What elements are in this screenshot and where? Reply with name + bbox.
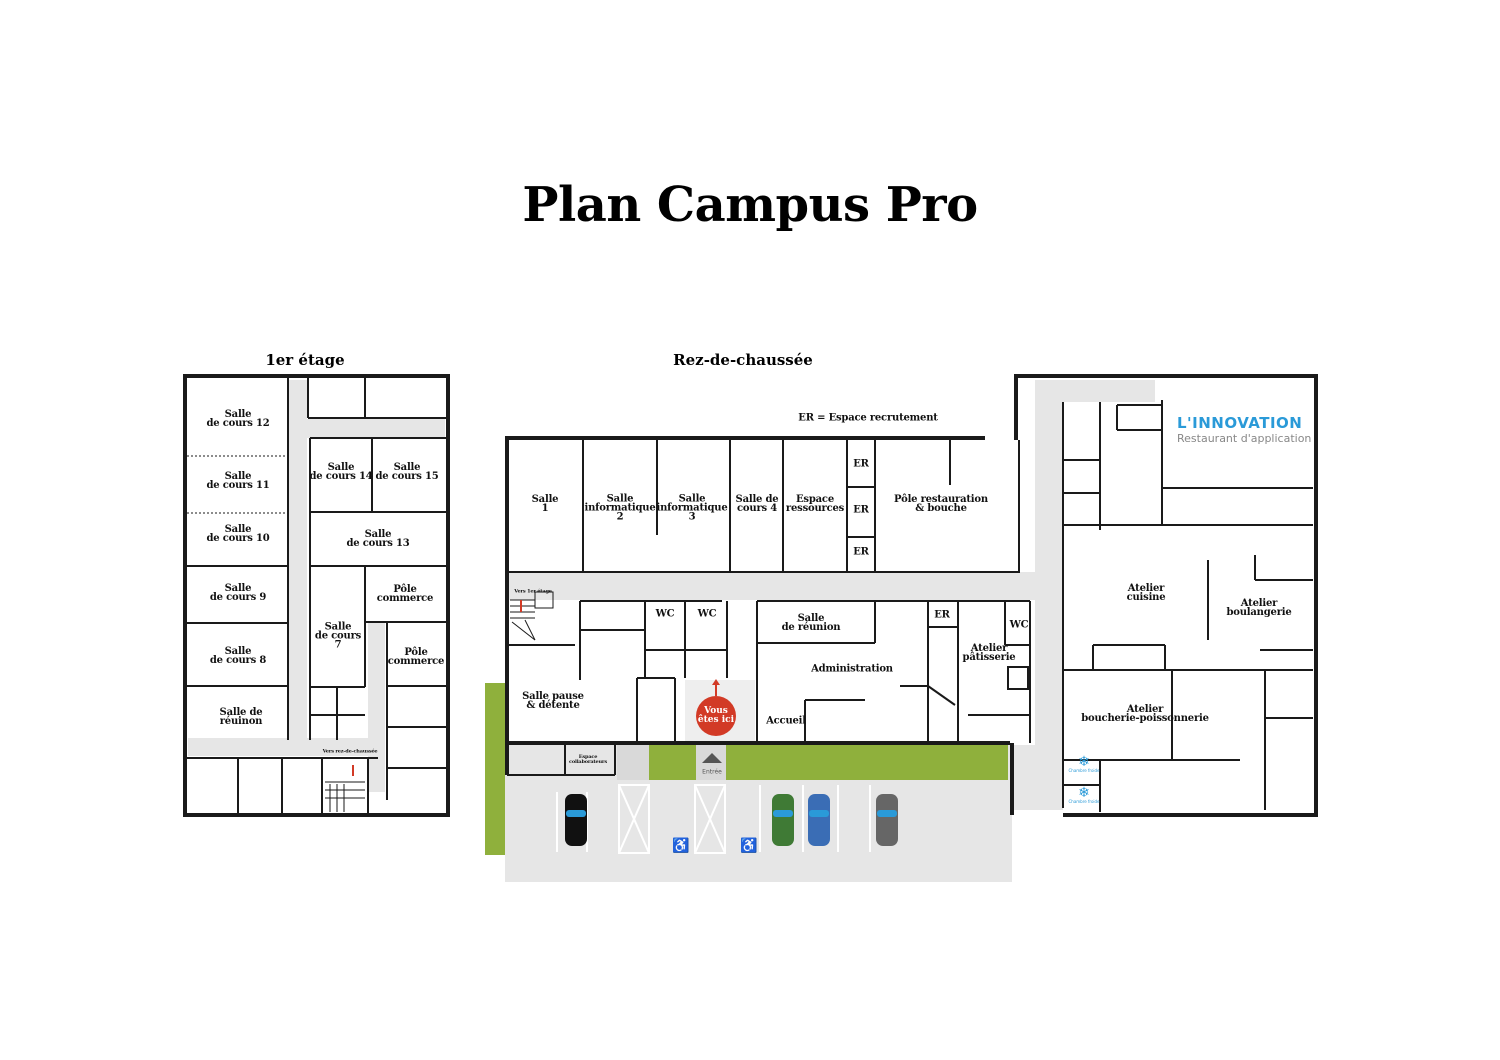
room-label: Accueil (766, 715, 806, 727)
corridor (1035, 380, 1063, 810)
room-label: Salle de cours 11 (206, 471, 270, 491)
corridor (307, 419, 445, 438)
entrance-label: Entrée (702, 768, 722, 776)
stairs-label: Vers rez-de-chaussée (322, 748, 378, 755)
green-space (485, 683, 505, 855)
room-label: Administration (811, 663, 893, 675)
room-label: Salle de réuinon (219, 707, 263, 727)
room-label: WC (1009, 619, 1029, 631)
corridor (368, 622, 385, 792)
room-label: WC (655, 608, 675, 620)
path (617, 745, 649, 780)
restaurant-name: L'INNOVATION (1177, 414, 1303, 432)
cold-room: ❄Chambre froide (1068, 755, 1099, 773)
cold-room: ❄Chambre froide (1068, 786, 1099, 804)
snowflake-icon: ❄ (1078, 754, 1090, 770)
room-label: Salle de cours 7 (314, 621, 362, 651)
ground-floor-heading: Rez-de-chaussée (673, 351, 813, 369)
room-label: ER (853, 546, 869, 558)
corridor (188, 738, 378, 756)
parked-car (772, 794, 794, 846)
parked-car (876, 794, 898, 846)
room-label: Salle de cours 13 (346, 529, 410, 549)
accessible-icon: ♿ (740, 837, 757, 854)
corridor (1010, 745, 1060, 810)
corridor (1035, 380, 1155, 402)
restaurant-subtitle: Restaurant d'application (1177, 432, 1312, 445)
room-label: Pôle commerce (387, 647, 445, 667)
snowflake-icon: ❄ (1078, 785, 1090, 801)
room-label: Salle de cours 12 (206, 409, 270, 429)
stairs-label: Vers 1er étage (514, 588, 552, 595)
room-label: Atelier cuisine (1126, 583, 1166, 603)
room-label: Atelier boucherie-poissonnerie (1081, 704, 1209, 724)
room-label: Salle de cours 14 (309, 462, 373, 482)
you-are-here-marker: Vous êtes ici (696, 696, 736, 736)
er-legend: ER = Espace recrutement (798, 412, 938, 424)
room-label: Salle de cours 4 (735, 494, 779, 514)
room-label: Salle informatique 3 (656, 493, 728, 523)
room-label: Salle informatique 2 (584, 493, 656, 523)
room-label: Pôle commerce (376, 584, 434, 604)
parked-car (565, 794, 587, 846)
direction-arrow-head (712, 679, 720, 685)
restaurant-logo: L'INNOVATION Restaurant d'application (1177, 414, 1311, 445)
room-label: Salle de cours 15 (375, 462, 439, 482)
entrance-arrow-icon (702, 753, 722, 763)
cold-room-label: Chambre froide (1068, 768, 1100, 773)
page-title: Plan Campus Pro (522, 177, 978, 233)
room-label: Pôle restauration & bouche (894, 494, 988, 514)
room-label: Salle de cours 8 (209, 646, 267, 666)
room-label: WC (697, 608, 717, 620)
parked-car (808, 794, 830, 846)
walls (183, 374, 1318, 854)
room-label: ER (934, 609, 950, 621)
room-label: Salle 1 (531, 494, 559, 514)
room-label: Atelier pâtisserie (962, 643, 1016, 663)
room-label: ER (853, 458, 869, 470)
first-floor-heading: 1er étage (265, 351, 345, 369)
room-label: Salle pause & détente (522, 691, 584, 711)
room-label: Salle de cours 9 (209, 583, 267, 603)
room-label: Salle de cours 10 (206, 524, 270, 544)
room-label: Salle de réunion (781, 613, 841, 633)
cold-room-label: Chambre froide (1068, 799, 1100, 804)
accessible-icon: ♿ (672, 837, 689, 854)
corridor (505, 572, 1063, 600)
room-label: Espace collaborateurs (569, 754, 607, 765)
room-label: Atelier boulangerie (1226, 598, 1292, 618)
corridor (289, 380, 307, 752)
room-label: ER (853, 504, 869, 516)
room-label: Espace ressources (785, 494, 845, 514)
